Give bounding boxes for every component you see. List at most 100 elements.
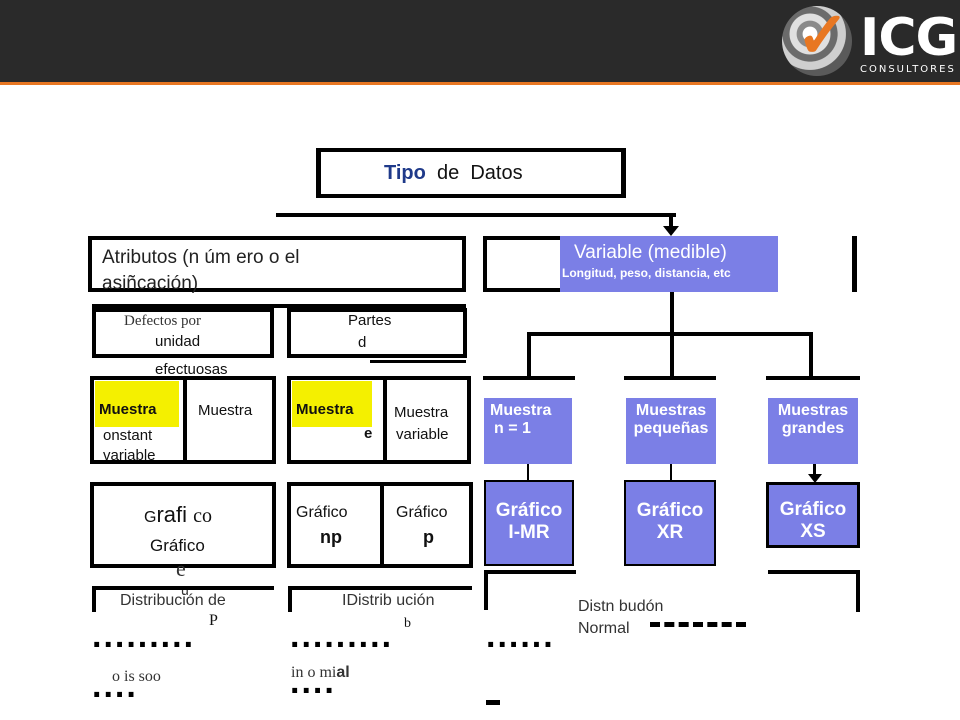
divider-line <box>856 572 860 612</box>
sample-yellow-2: Muestra <box>292 381 372 427</box>
sample-variable-label: variable <box>103 447 156 464</box>
parts-label: Partes <box>348 312 392 329</box>
connector-line <box>670 464 672 480</box>
chart-c-label: Gráfico <box>150 536 205 555</box>
sample-large-label-b: grandes <box>781 420 845 437</box>
sample-small-box: Muestras pequeñas <box>626 398 716 464</box>
variable-subtitle: Longitud, peso, distancia, etc <box>562 266 731 280</box>
connector-line <box>670 332 674 378</box>
connector-line <box>483 376 575 380</box>
connector-line <box>370 360 466 363</box>
chart-c-box <box>90 482 276 568</box>
chart-c-title: Grafi co <box>144 502 213 527</box>
sample-e-label: e <box>364 425 373 442</box>
variable-box-frame <box>483 236 561 292</box>
logo-subtitle: CONSULTORES <box>860 64 956 75</box>
data-type-title: Tipo de Datos <box>384 162 523 184</box>
chart-imr-label: Gráfico <box>495 500 563 521</box>
chart-xr-name: XR <box>656 522 684 543</box>
chart-xr-label: Gráfico <box>636 500 704 521</box>
sample-label: Muestra <box>198 402 253 419</box>
sample-small-label-a: Muestras <box>635 402 707 419</box>
chart-np-name: np <box>320 527 342 547</box>
connector-line <box>624 376 716 380</box>
dotted-line: ......... <box>92 617 196 655</box>
chart-np-label: Gráfico <box>296 504 348 521</box>
distribution-b-label: IDistrib ución <box>342 592 435 609</box>
connector-line <box>92 586 274 590</box>
chart-c-letter-e: e <box>176 556 186 581</box>
dotted-line: .... <box>290 663 336 701</box>
connector-line <box>813 464 816 476</box>
logo-check-icon: ✓ <box>796 0 850 71</box>
binomial-label: in o mial <box>291 664 350 681</box>
defects-label: Defectos por <box>124 313 202 329</box>
sample-n1-box: Muestra n = 1 <box>484 398 572 464</box>
connector-line <box>527 464 529 480</box>
poisson-label: o is soo <box>112 668 161 685</box>
sample-n1-label-b: n = 1 <box>494 420 531 437</box>
divider-line <box>852 236 857 292</box>
distribution-normal-label-b: Normal <box>578 620 630 637</box>
connector-line <box>288 586 472 590</box>
variable-title: Variable (medible) <box>574 242 727 263</box>
defects-box <box>92 308 274 358</box>
logo-name: ICG <box>860 8 958 68</box>
parts-label-d: d <box>358 334 367 351</box>
chart-xs-box: Gráfico XS <box>766 482 860 548</box>
chart-p-name: p <box>423 527 434 547</box>
sample-yellow-1: Muestra <box>95 381 179 427</box>
distribution-p-label: Distribución de <box>120 592 226 609</box>
defects-label-efectuosas: efectuosas <box>155 361 228 378</box>
sample-variable-label-b: variable <box>396 426 449 443</box>
connector-line <box>484 570 576 574</box>
parts-box <box>287 308 467 358</box>
sample-variable-label-a: Muestra <box>394 404 449 421</box>
header-accent-line <box>0 82 960 85</box>
divider-line <box>288 586 292 612</box>
chart-p-label: Gráfico <box>396 504 448 521</box>
variable-box: Variable (medible) Longitud, peso, dista… <box>560 236 778 292</box>
sample-n1-label-a: Muestra <box>490 402 552 419</box>
data-type-box <box>316 148 626 198</box>
attributes-label-line1: Atributos (n úm ero o el <box>102 247 300 268</box>
chart-imr-box: Gráfico I-MR <box>484 480 574 566</box>
attributes-box <box>88 236 466 292</box>
chart-xs-name: XS <box>800 521 826 542</box>
chart-xs-label: Gráfico <box>779 499 847 520</box>
chart-c-letter-u: u <box>181 582 189 598</box>
divider-line <box>383 376 387 464</box>
connector-line <box>809 332 813 378</box>
sample-constant-label: onstant <box>103 427 153 444</box>
arrow-down-icon <box>808 474 822 483</box>
connector-line <box>670 292 674 334</box>
sample-large-label-a: Muestras <box>777 402 849 419</box>
dotted-line: ......... <box>290 617 394 655</box>
logo-target-icon <box>782 6 852 76</box>
dash-mark <box>486 700 500 705</box>
dashed-line <box>650 622 746 627</box>
divider-line <box>380 482 384 568</box>
connector-line <box>276 213 676 217</box>
connector-line <box>527 332 531 378</box>
connector-line <box>768 570 860 574</box>
dotted-line: ...... <box>486 617 555 655</box>
connector-line <box>766 376 860 380</box>
chart-imr-name: I-MR <box>508 522 550 543</box>
sample-small-label-b: pequeñas <box>633 420 709 437</box>
divider-line <box>183 376 187 464</box>
defects-label-unidad: unidad <box>155 333 201 350</box>
divider-line <box>92 586 96 612</box>
connector-line <box>669 213 673 233</box>
dotted-line: .... <box>92 667 138 705</box>
distribution-p-letter: P <box>209 612 218 629</box>
sample-yellow-2-label: Muestra <box>296 401 354 418</box>
distribution-b-letter: b <box>404 616 411 631</box>
chart-xr-box: Gráfico XR <box>624 480 716 566</box>
arrow-down-icon <box>663 226 679 236</box>
divider-line <box>484 574 488 610</box>
attributes-label-line2: asiñcación) <box>102 273 199 294</box>
sample-large-box: Muestras grandes <box>768 398 858 464</box>
sample-yellow-1-label: Muestra <box>99 401 157 418</box>
connector-line <box>92 304 466 308</box>
